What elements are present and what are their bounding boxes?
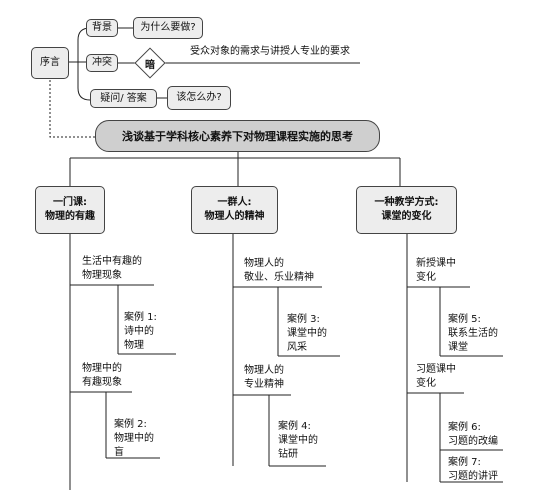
conflict-node[interactable]: 冲突 — [86, 54, 118, 72]
s1-case-2: 案例 2: 物理中的 盲 — [114, 419, 154, 458]
s3-topic-2: 习题课中 变化 — [416, 364, 456, 389]
dashed-link — [49, 80, 95, 138]
background-text-node[interactable]: 为什么要做? — [133, 17, 203, 39]
s3-case-7: 案例 7: 习题的讲评 — [448, 457, 498, 482]
qa-node[interactable]: 疑问/ 答案 — [90, 89, 157, 108]
qa-text-node[interactable]: 该怎么办? — [167, 86, 231, 110]
section-1-title[interactable]: 一门课: 物理的有趣 — [35, 186, 105, 234]
s3-case-6: 案例 6: 习题的改编 — [448, 422, 498, 447]
section-3-title[interactable]: 一种教学方式: 课堂的变化 — [356, 186, 457, 234]
s3-case-5: 案例 5: 联系生活的 课堂 — [448, 314, 498, 353]
section-2-title[interactable]: 一群人: 物理人的精神 — [191, 186, 278, 234]
s2-case-3: 案例 3: 课堂中的 风采 — [287, 314, 327, 353]
s2-topic-1: 物理人的 敬业、乐业精神 — [244, 258, 314, 283]
s1-topic-2: 物理中的 有趣现象 — [82, 363, 122, 388]
intro-bracket — [77, 27, 91, 101]
s2-topic-2: 物理人的 专业精神 — [244, 365, 284, 390]
s2-case-4: 案例 4: 课堂中的 钻研 — [278, 421, 318, 460]
background-node[interactable]: 背景 — [86, 19, 118, 37]
central-topic[interactable]: 浅谈基于学科核心素养下对物理课程实施的思考 — [95, 120, 380, 152]
s3-topic-1: 新授课中 变化 — [416, 258, 456, 283]
conflict-diamond-label: 暗 — [145, 60, 155, 71]
intro-root-node[interactable]: 序言 — [31, 47, 69, 79]
s1-topic-1: 生活中有趣的 物理现象 — [82, 256, 142, 281]
conflict-text: 受众对象的需求与讲授人专业的要求 — [190, 46, 350, 57]
s1-case-1: 案例 1: 诗中的 物理 — [124, 312, 157, 351]
